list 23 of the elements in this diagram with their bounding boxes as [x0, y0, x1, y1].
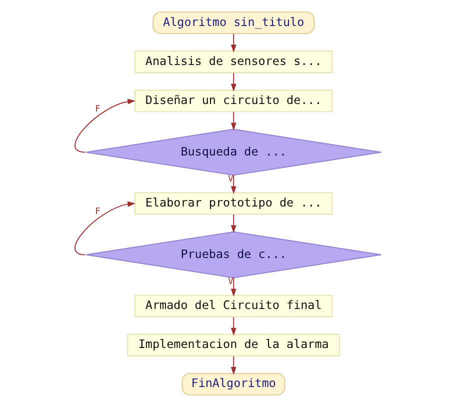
edge-label: F: [94, 206, 100, 217]
arrow: [230, 33, 236, 52]
arrow: [74, 201, 135, 256]
arrow: [230, 111, 236, 131]
node-box: Elaborar prototipo de ...: [134, 192, 332, 215]
node-box: Analisis de sensores s...: [134, 50, 332, 74]
arrow: [230, 277, 236, 297]
arrow: [74, 98, 135, 153]
node-box: FinAlgoritmo: [181, 372, 285, 396]
edge-label: F: [94, 104, 100, 114]
node-diamond: Busqueda de ...: [85, 128, 382, 176]
arrow: [230, 174, 236, 194]
arrow: [230, 72, 236, 92]
node-box: Armado del Circuito final: [134, 294, 332, 318]
node-box: Algoritmo sin_titulo: [152, 12, 314, 34]
edge-label: V: [228, 174, 233, 184]
arrow: [230, 316, 236, 336]
arrow: [230, 356, 236, 375]
node-box: Diseñar un circuito de...: [134, 90, 332, 112]
edge-label: V: [228, 276, 233, 287]
arrow: [230, 214, 236, 234]
node-box: Implementacion de la alarma: [126, 334, 340, 356]
node-diamond: Pruebas de c...: [85, 231, 382, 278]
